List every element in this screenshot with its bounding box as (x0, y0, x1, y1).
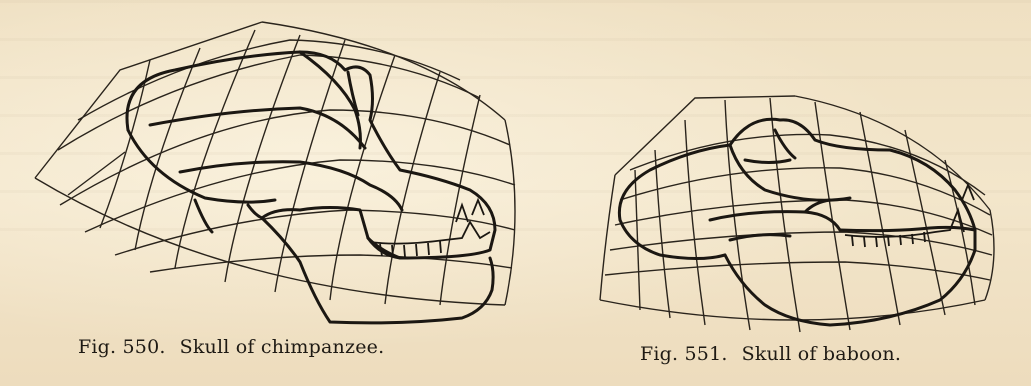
figure-550-caption: Fig. 550. Skull of chimpanzee. (78, 336, 384, 358)
baboon-skull-figure (590, 0, 1031, 340)
baboon-skull-outline (619, 119, 975, 325)
figure-551-number: Fig. 551. (640, 343, 728, 365)
transformed-coordinate-grid (35, 22, 515, 305)
transformed-coordinate-grid (600, 96, 994, 332)
chimpanzee-teeth (370, 200, 490, 257)
figure-550-number: Fig. 550. (78, 336, 166, 358)
figure-551-title: Skull of baboon. (742, 343, 901, 365)
chimpanzee-skull-figure (0, 0, 520, 340)
figure-551-caption: Fig. 551. Skull of baboon. (640, 343, 901, 365)
figure-550-title: Skull of chimpanzee. (180, 336, 385, 358)
